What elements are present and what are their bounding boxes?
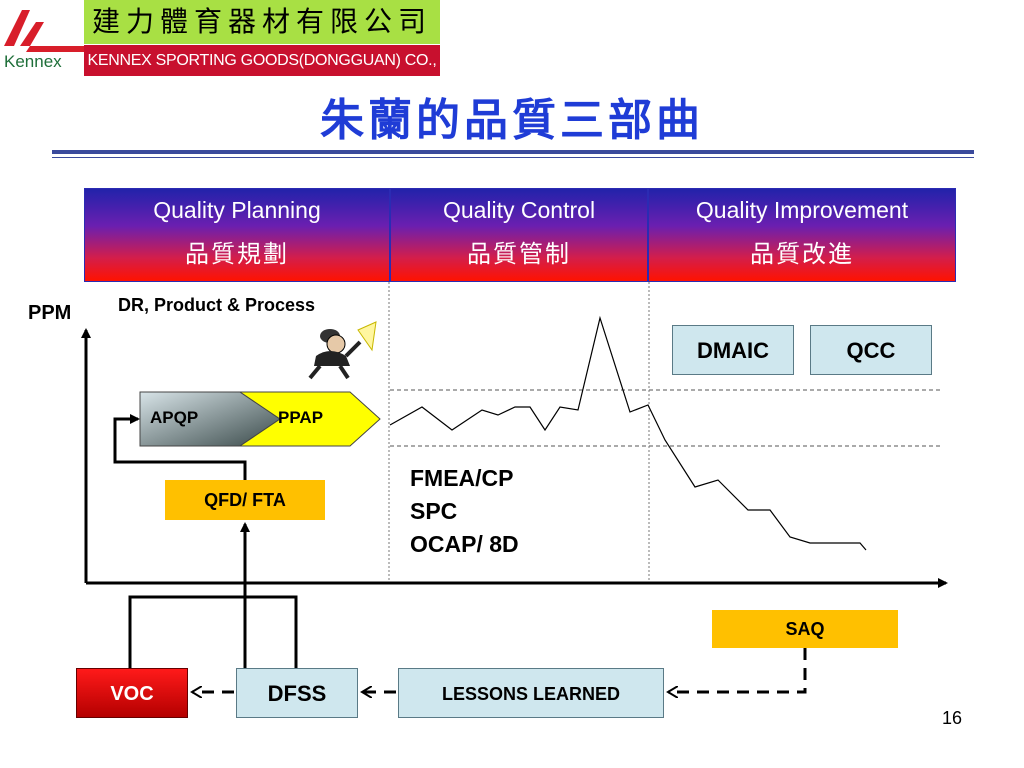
- phase-cn-label: 品質規劃: [185, 240, 289, 268]
- phase-en-label: Quality Planning: [153, 197, 321, 223]
- dmaic-box: DMAIC: [672, 325, 794, 375]
- logo-text: Kennex: [4, 52, 62, 71]
- lessons-learned-box: LESSONS LEARNED: [398, 668, 664, 718]
- dfss-box: DFSS: [236, 668, 358, 718]
- phase-cn-label: 品質管制: [467, 240, 571, 268]
- phase-cn-label: 品質改進: [750, 240, 854, 268]
- connector-voc-dfss: [128, 595, 298, 668]
- ppap-label: PPAP: [278, 408, 324, 427]
- tool-item: FMEA/CP: [410, 465, 514, 491]
- phase-quality-improvement: Quality Improvement 品質改進: [648, 188, 956, 282]
- phase-en-label: Quality Control: [442, 197, 596, 223]
- ppap-block: [238, 391, 381, 447]
- dr-label: DR, Product & Process: [118, 295, 316, 315]
- qfd-fta-box: QFD/ FTA: [165, 480, 325, 520]
- title-divider: [52, 150, 974, 154]
- phase-quality-control: Quality Control 品質管制: [390, 188, 648, 282]
- control-tools-list: FMEA/CP SPC OCAP/ 8D: [410, 462, 519, 561]
- company-name-chinese: 建力體育器材有限公司: [84, 0, 440, 44]
- phase-quality-planning: Quality Planning 品質規劃: [84, 188, 390, 282]
- slide-title: 朱蘭的品質三部曲: [320, 95, 704, 146]
- connector-qfd-to-apqp: [113, 414, 247, 480]
- ppm-trend-line: [389, 315, 867, 551]
- kennex-logo-icon: [4, 10, 84, 52]
- company-name-english: KENNEX SPORTING GOODS(DONGGUAN) CO., LTD…: [84, 45, 440, 100]
- flow-saq-to-lessons: [668, 648, 807, 692]
- title-divider-thin: [52, 157, 974, 158]
- tool-item: SPC: [410, 498, 458, 524]
- qcc-box: QCC: [810, 325, 932, 375]
- ppm-axis-label: PPM: [28, 302, 72, 324]
- saq-box: SAQ: [712, 610, 898, 648]
- detective-with-flashlight-icon: [308, 321, 377, 380]
- voc-box: VOC: [76, 668, 188, 718]
- tool-item: OCAP/ 8D: [410, 531, 519, 557]
- apqp-label: APQP: [150, 408, 199, 427]
- phase-en-label: Quality Improvement: [695, 197, 909, 223]
- page-number: 16: [942, 708, 963, 728]
